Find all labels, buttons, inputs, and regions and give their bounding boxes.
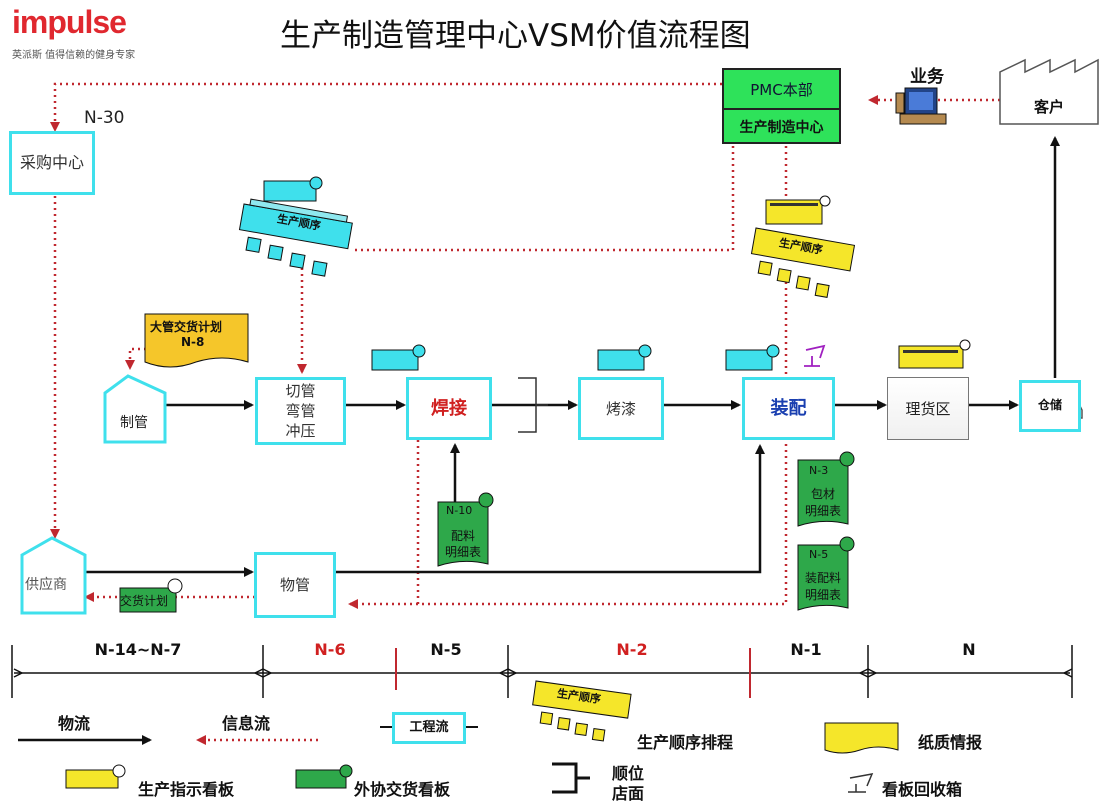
pipe-make-shape (103, 374, 167, 444)
kanban-n5-code: N-5 (809, 548, 829, 561)
big-pipe-plan-title: 大管交货计划 (150, 320, 223, 334)
legend-process-flow: 工程流 (392, 712, 466, 744)
welding-process: 焊接 (406, 377, 492, 440)
supermarket-bracket (518, 377, 548, 433)
sorting-area: 理货区 (887, 377, 969, 440)
pmc-title: PMC本部 (724, 70, 839, 110)
legend-supermarket-line1: 顺位 (612, 764, 645, 783)
purchasing-center: 采购中心 (9, 131, 95, 195)
timeline-label: N-6 (314, 640, 346, 659)
legend-production-kanban: 生产指示看板 (138, 780, 235, 799)
lead-time-n30: N-30 (84, 108, 125, 128)
sequence-sign-1 (238, 198, 353, 277)
legend-sequence-schedule: 生产顺序排程 (637, 733, 734, 752)
big-pipe-plan-shape (144, 313, 249, 368)
legend-graphics (18, 680, 899, 794)
big-pipe-plan-lead: N-8 (181, 335, 205, 349)
pmc-subtitle: 生产制造中心 (739, 120, 824, 136)
delivery-plan-label: 交货计划 (120, 594, 169, 608)
kanban-n3-code: N-3 (809, 464, 829, 477)
kanban-n10-code: N-10 (446, 504, 473, 517)
kanban-n3-name: 包材 明细表 (804, 487, 841, 518)
assembly-process: 装配 (742, 377, 835, 440)
cutting-process: 切管 弯管 冲压 (255, 377, 346, 445)
pipe-make-label: 制管 (120, 415, 148, 431)
legend-info-flow: 信息流 (222, 714, 271, 733)
timeline-label: N-1 (790, 640, 822, 659)
timeline-label: N-14~N-7 (94, 640, 182, 659)
diagram-title: 生产制造管理中心VSM价值流程图 (280, 18, 751, 54)
legend-material-flow: 物流 (58, 714, 91, 733)
legend-kanban-post: 看板回收箱 (882, 780, 963, 799)
timeline (11, 645, 1073, 698)
materials-management: 物管 (254, 552, 336, 618)
warehouse: 仓储 (1019, 380, 1081, 432)
customer-label: 客户 (1034, 98, 1065, 116)
factory-icon (999, 58, 1099, 125)
timeline-label: N-2 (616, 640, 648, 659)
batch-kanbans (765, 195, 971, 369)
sales-label: 业务 (910, 67, 944, 87)
kanban-n5-name: 装配料 明细表 (804, 571, 841, 602)
kanban-n10-name: 配料 明细表 (444, 529, 481, 559)
kanban-post-icon (804, 344, 826, 367)
brand-slogan: 英派斯 值得信赖的健身专家 (12, 50, 136, 61)
supplier-kanbans (119, 451, 855, 613)
production-kanbans (263, 176, 780, 371)
legend-supplier-kanban: 外协交货看板 (354, 780, 451, 799)
sequence-sign-2 (750, 227, 856, 298)
pmc-center: PMC本部 生产制造中心 (722, 68, 841, 144)
material-flow-lines (85, 136, 1060, 577)
timeline-label: N-5 (430, 640, 462, 659)
computer-icon (895, 87, 947, 125)
legend-paper-info: 纸质情报 (918, 733, 983, 752)
legend-supermarket-line2: 店面 (612, 784, 645, 803)
supplier-label: 供应商 (25, 577, 67, 593)
timeline-label: N (962, 640, 976, 659)
supplier-shape (20, 536, 87, 615)
painting-process: 烤漆 (578, 377, 664, 440)
brand-logo: impulse (12, 4, 127, 40)
